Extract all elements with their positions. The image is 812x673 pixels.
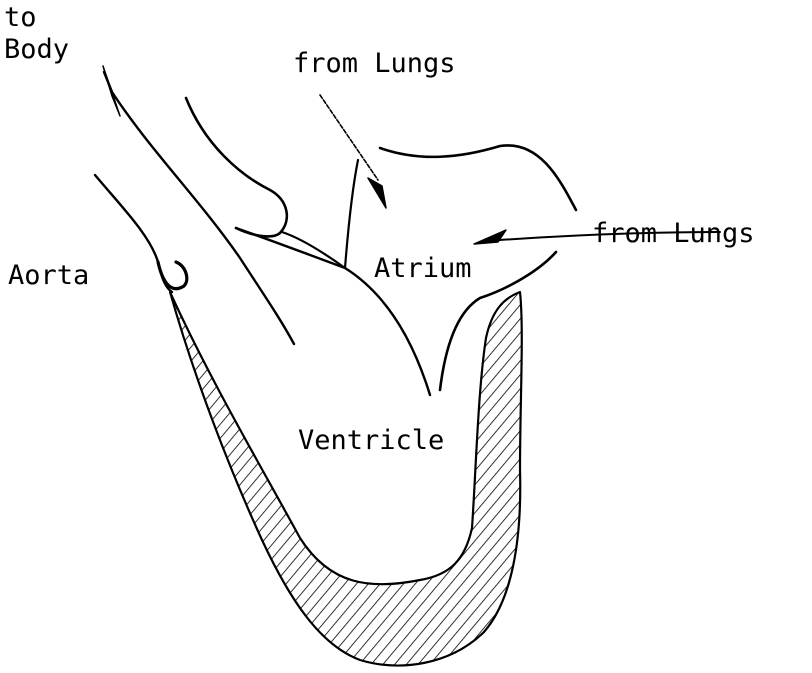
ventricle-label: Ventricle: [298, 427, 444, 455]
atrium-outline: [380, 145, 576, 210]
from-lungs-top-arrowhead-icon: [368, 178, 386, 208]
to-body-arrowhead-icon: [103, 66, 120, 116]
ventricle-wall-hatched: [170, 292, 522, 665]
from-lungs-top-label: from Lungs: [293, 50, 456, 78]
septum-top-branch: [282, 232, 345, 268]
to-body-label-body: Body: [4, 36, 69, 64]
from-lungs-right-label: from Lungs: [592, 220, 755, 248]
septum-branch: [345, 160, 358, 268]
atrium-label: Atrium: [374, 255, 472, 283]
pulmonary-vein-left-lobe: [186, 98, 287, 236]
to-body-label-to: to: [4, 4, 37, 32]
aorta-label: Aorta: [8, 262, 89, 290]
from-lungs-right-arrowhead-icon: [474, 230, 506, 244]
from-lungs-top-arrow-shaft: [320, 95, 378, 180]
aorta-curl: [158, 262, 187, 289]
